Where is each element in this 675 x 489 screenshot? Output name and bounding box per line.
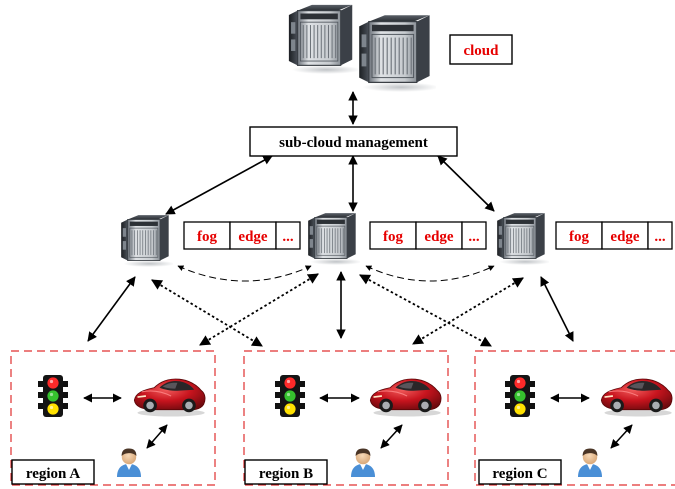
cell-fog: fog — [383, 229, 403, 245]
cell-more: ... — [282, 229, 294, 245]
cloud-server-front-icon — [358, 14, 436, 92]
region-b: region B — [243, 350, 449, 486]
connections — [87, 91, 574, 347]
link-car-user — [380, 424, 403, 449]
link-node-center-region-c-dotted — [359, 274, 492, 347]
fog-node-left: fog edge ... — [120, 214, 301, 267]
region-a: region A — [10, 350, 216, 486]
region-label: region A — [26, 466, 80, 482]
cloud-label-box: cloud — [449, 34, 513, 65]
cell-edge: edge — [610, 229, 640, 245]
cloud-server-back-icon — [288, 4, 358, 74]
link-node-right-region-b-dotted — [412, 277, 524, 345]
car-icon — [133, 378, 206, 417]
fog-node-right: fog edge ... — [496, 212, 673, 265]
car-icon — [600, 378, 673, 417]
region-label: region C — [492, 466, 547, 482]
cloud-servers — [288, 4, 436, 92]
link-node-center-right-dashed — [365, 265, 495, 282]
node-cells: fog edge ... — [555, 221, 673, 250]
user-icon — [578, 448, 602, 477]
link-car-user — [146, 424, 168, 449]
server-icon — [496, 212, 549, 265]
cloud-label: cloud — [463, 43, 499, 59]
user-icon — [351, 448, 375, 477]
management-label: sub-cloud management — [279, 135, 428, 151]
link-node-left-center-dashed — [177, 265, 312, 282]
region-c: region C — [474, 350, 675, 486]
node-cells: fog edge ... — [183, 221, 301, 250]
region-label: region B — [259, 466, 313, 482]
car-icon — [369, 378, 442, 417]
cell-edge: edge — [238, 229, 268, 245]
user-icon — [117, 448, 141, 477]
cell-fog: fog — [569, 229, 589, 245]
traffic-light-icon — [38, 375, 68, 417]
link-car-user — [610, 424, 633, 449]
link-node-center-region-a-dotted — [199, 273, 319, 346]
traffic-light-icon — [505, 375, 535, 417]
link-node-right-region-c — [540, 276, 574, 342]
traffic-light-icon — [275, 375, 305, 417]
link-node-left-region-b-dotted — [151, 279, 263, 347]
node-cells: fog edge ... — [369, 221, 487, 250]
cell-fog: fog — [197, 229, 217, 245]
cell-more: ... — [468, 229, 480, 245]
management-box: sub-cloud management — [249, 126, 458, 157]
fog-node-center: fog edge ... — [307, 212, 487, 265]
link-node-left-region-a — [87, 276, 136, 342]
server-icon — [307, 212, 360, 265]
cell-edge: edge — [424, 229, 454, 245]
link-management-node-right — [437, 155, 495, 212]
link-management-node-left — [165, 155, 273, 215]
cell-more: ... — [654, 229, 666, 245]
server-icon — [120, 214, 173, 267]
